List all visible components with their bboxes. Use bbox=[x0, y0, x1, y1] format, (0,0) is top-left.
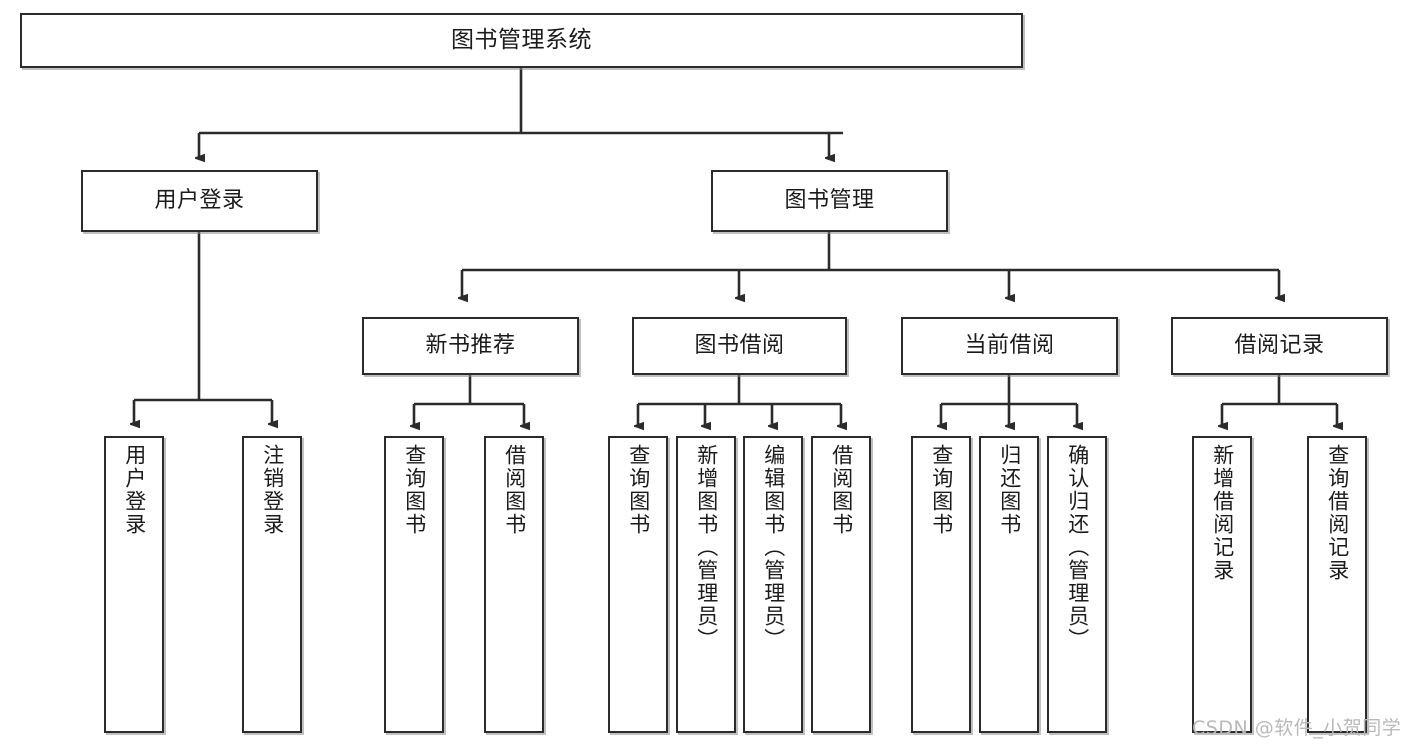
node-label: 借阅记录 bbox=[1234, 333, 1325, 359]
node-label: 编辑图书（管理员） bbox=[761, 444, 786, 651]
node-label: 查询图书 bbox=[929, 444, 954, 536]
node-borrow-record[interactable]: 借阅记录 bbox=[1171, 317, 1388, 375]
node-label: 图书借阅 bbox=[694, 333, 785, 359]
leaf-user-login[interactable]: 用户登录 bbox=[104, 436, 164, 733]
leaf-current-return-book[interactable]: 归还图书 bbox=[979, 436, 1039, 733]
leaf-borrow-borrow-book[interactable]: 借阅图书 bbox=[811, 436, 871, 733]
leaf-user-logout[interactable]: 注销登录 bbox=[242, 436, 302, 733]
node-label: 图书管理 bbox=[784, 188, 875, 214]
node-label: 查询借阅记录 bbox=[1325, 444, 1350, 582]
leaf-borrow-edit-book[interactable]: 编辑图书（管理员） bbox=[743, 436, 803, 733]
node-label: 用户登录 bbox=[154, 188, 245, 214]
node-label: 注销登录 bbox=[260, 444, 285, 536]
node-label: 查询图书 bbox=[626, 444, 651, 536]
node-label: 图书管理系统 bbox=[451, 27, 592, 54]
leaf-current-query-book[interactable]: 查询图书 bbox=[911, 436, 971, 733]
node-label: 借阅图书 bbox=[502, 444, 527, 536]
node-label: 新书推荐 bbox=[425, 333, 516, 359]
leaf-borrow-add-book[interactable]: 新增图书（管理员） bbox=[676, 436, 736, 733]
node-label: 当前借阅 bbox=[964, 333, 1055, 359]
node-label: 借阅图书 bbox=[829, 444, 854, 536]
leaf-recommend-query-book[interactable]: 查询图书 bbox=[384, 436, 444, 733]
node-user-login[interactable]: 用户登录 bbox=[81, 170, 318, 232]
leaf-record-query-record[interactable]: 查询借阅记录 bbox=[1307, 436, 1367, 733]
node-current-borrow[interactable]: 当前借阅 bbox=[901, 317, 1118, 375]
leaf-current-confirm-return[interactable]: 确认归还（管理员） bbox=[1047, 436, 1107, 733]
leaf-borrow-query-book[interactable]: 查询图书 bbox=[608, 436, 668, 733]
node-label: 确认归还（管理员） bbox=[1065, 444, 1090, 651]
leaf-recommend-borrow-book[interactable]: 借阅图书 bbox=[484, 436, 544, 733]
node-label: 查询图书 bbox=[402, 444, 427, 536]
csdn-watermark: CSDN @软件_小贺同学 bbox=[1192, 717, 1402, 739]
node-new-book-recommend[interactable]: 新书推荐 bbox=[362, 317, 579, 375]
leaf-record-add-record[interactable]: 新增借阅记录 bbox=[1192, 436, 1252, 733]
node-root-system[interactable]: 图书管理系统 bbox=[20, 13, 1023, 68]
node-label: 归还图书 bbox=[997, 444, 1022, 536]
node-label: 新增借阅记录 bbox=[1210, 444, 1235, 582]
node-label: 新增图书（管理员） bbox=[694, 444, 719, 651]
node-label: 用户登录 bbox=[122, 444, 147, 536]
node-book-management[interactable]: 图书管理 bbox=[711, 170, 948, 232]
node-book-borrow[interactable]: 图书借阅 bbox=[632, 317, 847, 375]
